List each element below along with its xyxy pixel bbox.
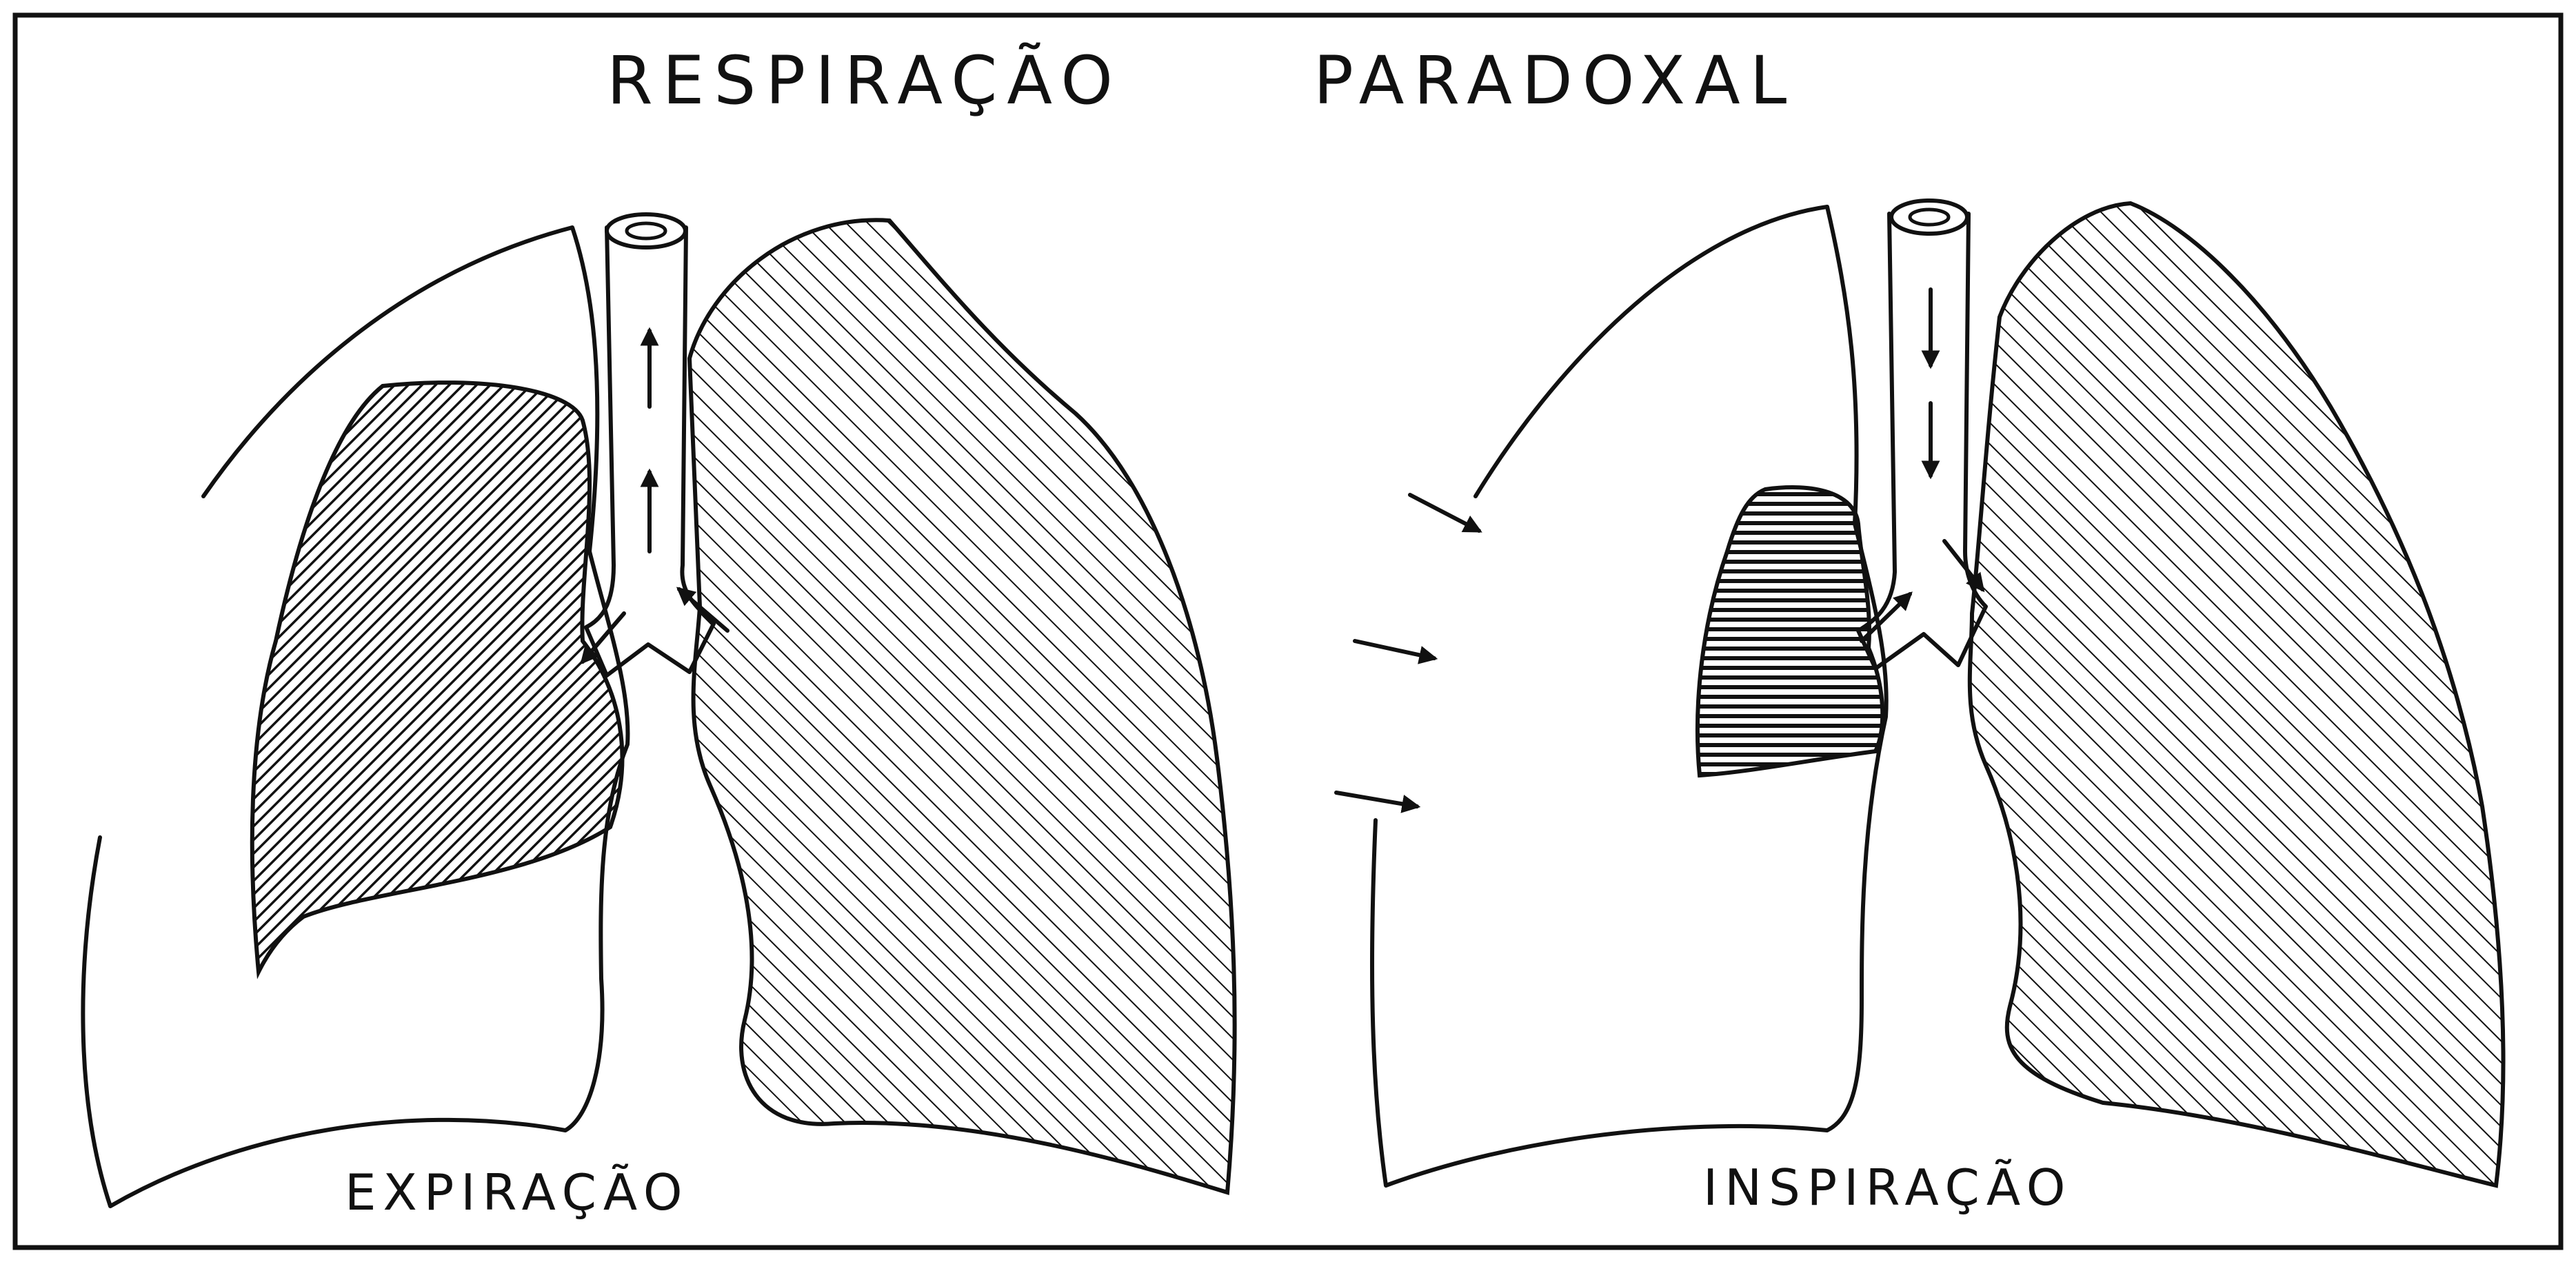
title-word-1: RESPIRAÇÃO: [607, 42, 1123, 119]
panel-label-inspiration: INSPIRAÇÃO: [1703, 1159, 2072, 1217]
trachea-inspiration: [1858, 214, 1986, 669]
trachea-opening-inspiration: [1891, 201, 1967, 234]
arrow-chest-wall-middle: [1355, 641, 1434, 658]
right-lung-expiration: [690, 220, 1235, 1192]
arrow-chest-wall-lower: [1336, 793, 1417, 806]
panel-label-expiration: EXPIRAÇÃO: [345, 1163, 690, 1221]
panel-expiration: EXPIRAÇÃO: [83, 214, 1234, 1221]
left-collapsed-lung-inspiration: [1698, 487, 1882, 775]
left-collapsed-lung-expiration: [252, 383, 623, 972]
arrow-chest-wall-upper: [1410, 495, 1479, 531]
title-word-2: PARADOXAL: [1314, 42, 1796, 119]
trachea-opening-expiration: [607, 214, 685, 247]
panel-inspiration: INSPIRAÇÃO: [1336, 201, 2503, 1217]
right-lung-inspiration: [1970, 203, 2504, 1185]
